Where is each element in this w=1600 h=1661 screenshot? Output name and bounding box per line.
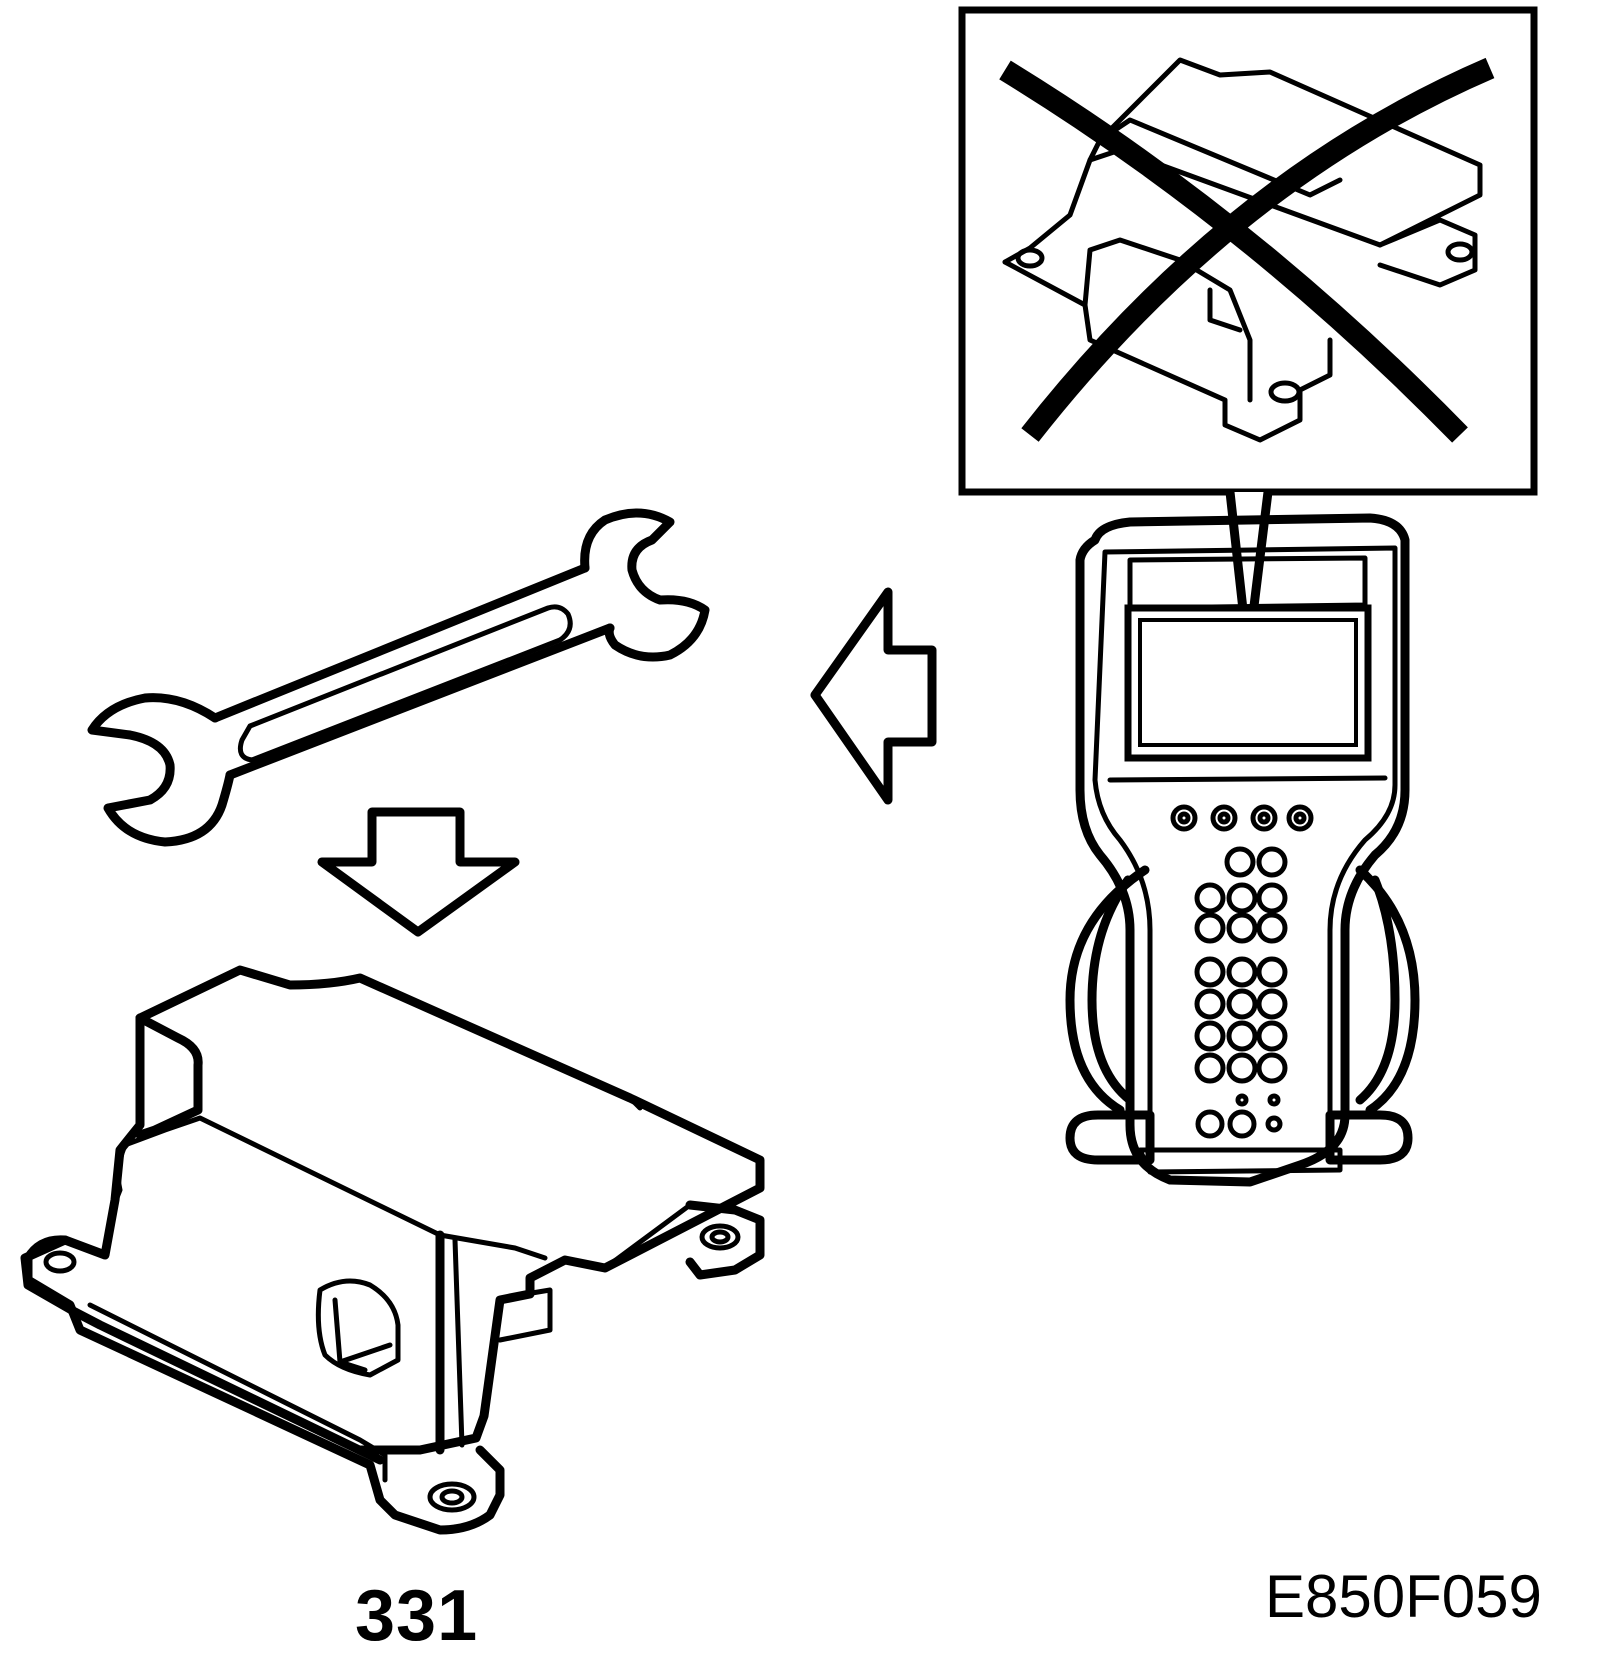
wrench-icon: [87, 508, 710, 847]
figure-code-label: E850F059: [1265, 1563, 1542, 1630]
arrow-down-icon: [317, 807, 520, 937]
arrow-left-icon: [810, 587, 937, 805]
part-number-label: 331: [355, 1576, 479, 1656]
diagnostic-scan-tool-icon: [1065, 513, 1420, 1187]
crossed-out-module-icon: [999, 57, 1495, 443]
airbag-control-module-icon: [20, 965, 765, 1535]
crossed-module-inset: [958, 6, 1538, 660]
